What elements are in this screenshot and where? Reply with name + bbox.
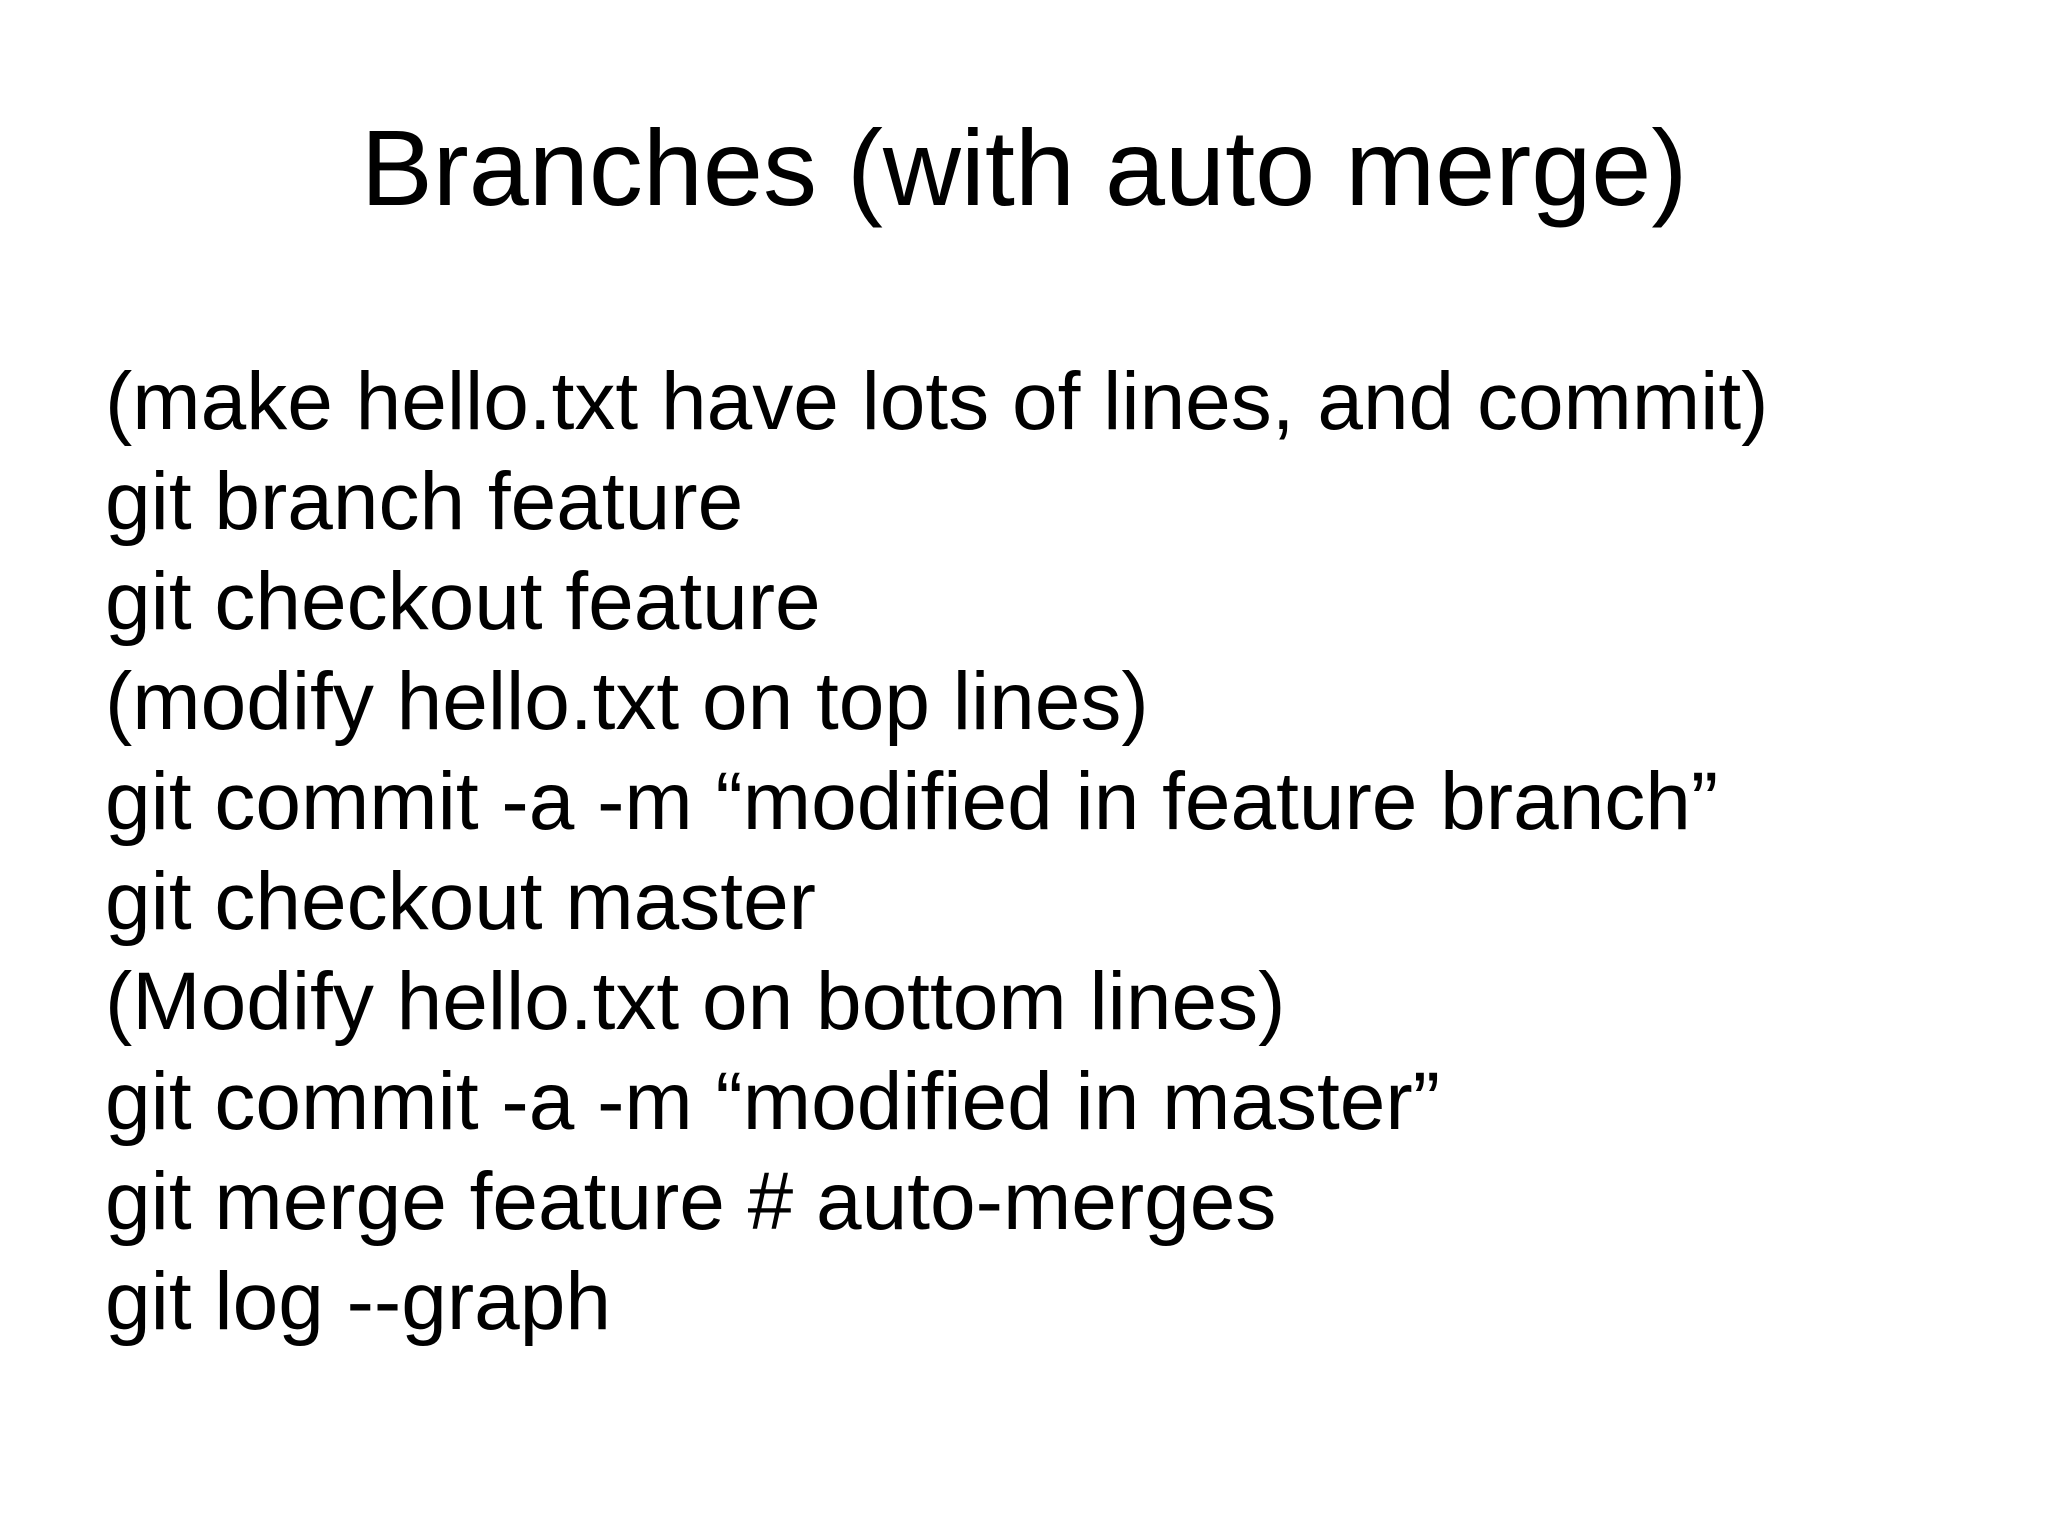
command-line: git log --graph xyxy=(105,1256,611,1347)
command-line: git merge feature # auto-merges xyxy=(105,1156,1277,1247)
command-line: git commit -a -m “modified in master” xyxy=(105,1056,1441,1147)
command-line: (modify hello.txt on top lines) xyxy=(105,656,1149,747)
command-line: git checkout master xyxy=(105,856,816,947)
command-line: git branch feature xyxy=(105,456,744,547)
command-line: git commit -a -m “modified in feature br… xyxy=(105,756,1719,847)
command-line: (make hello.txt have lots of lines, and … xyxy=(105,356,1769,447)
command-list: (make hello.txt have lots of lines, and … xyxy=(105,352,2008,1352)
command-line: (Modify hello.txt on bottom lines) xyxy=(105,956,1286,1047)
command-line: git checkout feature xyxy=(105,556,821,647)
slide-title: Branches (with auto merge) xyxy=(360,107,1688,228)
